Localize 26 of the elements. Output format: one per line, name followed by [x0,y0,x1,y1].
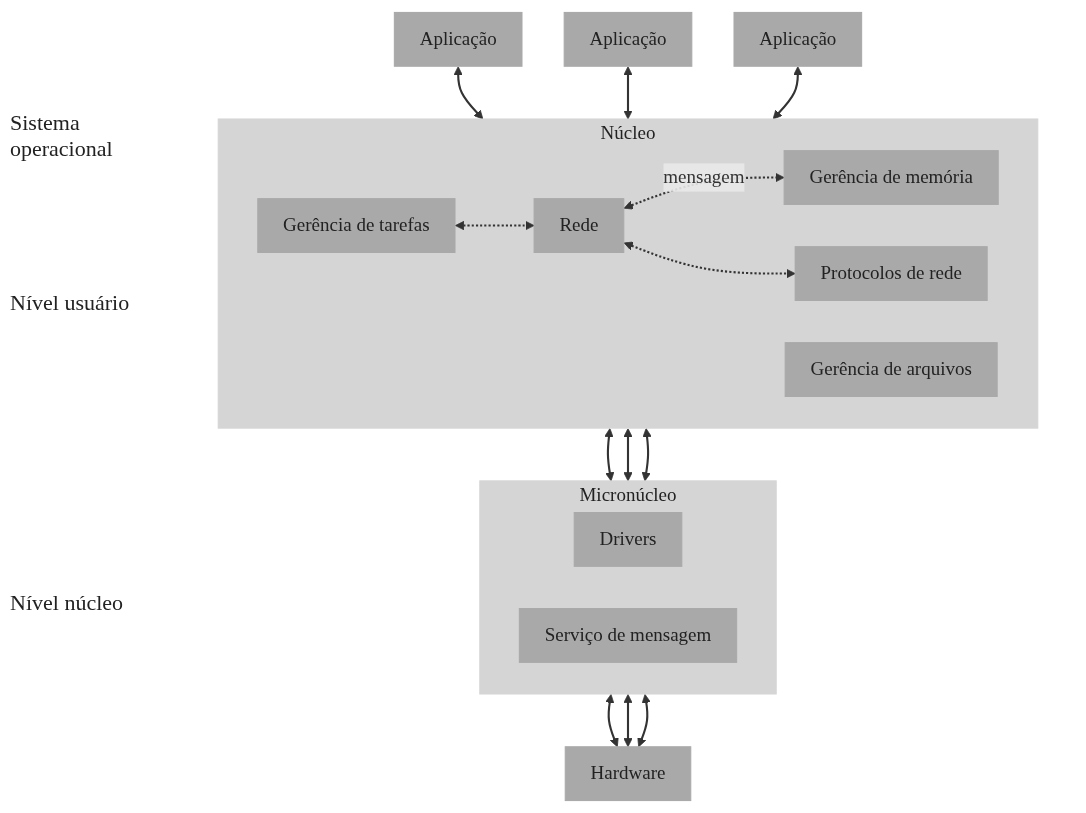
node-box: Serviço de mensagem [518,608,738,663]
arrow [623,428,633,482]
node-box: Drivers [573,512,683,567]
node-box: Gerência de memória [783,150,999,205]
arrow [623,66,633,120]
node-box: Aplicação [563,11,693,67]
level-label: Nível núcleo [10,590,125,616]
arrow [637,694,651,748]
node-box: Aplicação [393,11,523,67]
level-label: Nível usuário [10,290,131,316]
node-box: Gerência de arquivos [784,342,998,397]
node-box: Rede [533,198,625,253]
arrow [455,220,535,231]
node-box: Gerência de tarefas [257,198,456,253]
level-label: Sistema operacional [10,110,114,162]
arrow [772,66,803,120]
arrow [604,428,615,482]
arrow [641,428,652,482]
arrow [453,66,484,120]
arrow [623,694,633,748]
arrow [623,241,796,279]
arrow [605,694,619,748]
edge-label: mensagem [663,166,745,188]
node-box: Protocolos de rede [794,246,988,301]
node-box: Hardware [564,746,692,802]
node-box: Aplicação [733,11,863,67]
